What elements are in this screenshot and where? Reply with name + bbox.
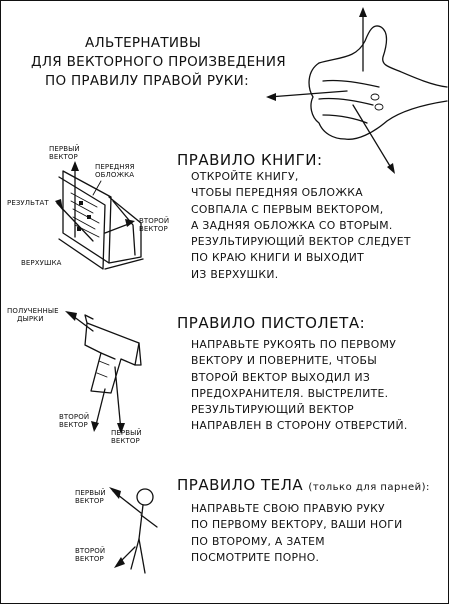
book-rule-heading: ПРАВИЛО КНИГИ: [177, 151, 323, 169]
label-line: ПЕРВЫЙ [111, 429, 142, 437]
label-line: ПЕРЕДНЯЯ [95, 163, 135, 171]
book-rule-line: РЕЗУЛЬТИРУЮЩИЙ ВЕКТОР СЛЕДУЕТ [191, 235, 411, 249]
label-line: ПОЛУЧЕННЫЕ [7, 307, 59, 315]
label-line: ВЕКТОР [139, 225, 168, 233]
gun-rule-line: РЕЗУЛЬТИРУЮЩИЙ ВЕКТОР [191, 403, 354, 417]
gun-rule-line: ВЕКТОРУ И ПОВЕРНИТЕ, ЧТОБЫ [191, 354, 378, 368]
label-line: ВЕКТОР [111, 437, 140, 445]
book-rule-text: ОТКРОЙТЕ КНИГУ, ЧТОБЫ ПЕРЕДНЯЯ ОБЛОЖКА С… [191, 169, 411, 283]
book-label-second-vector: ВТОРОЙ ВЕКТОР [139, 217, 169, 233]
gun-label-holes: ПОЛУЧЕННЫЕ ДЫРКИ [7, 307, 59, 323]
label-line: ВЕКТОР [59, 421, 88, 429]
book-rule-line: ПО КРАЮ КНИГИ И ВЫХОДИТ [191, 251, 364, 265]
gun-rule-text: НАПРАВЬТЕ РУКОЯТЬ ПО ПЕРВОМУ ВЕКТОРУ И П… [191, 337, 408, 435]
book-label-top: ВЕРХУШКА [21, 259, 62, 267]
book-drawing [55, 161, 144, 270]
book-label-result: РЕЗУЛЬТАТ [7, 199, 49, 207]
body-rule-text: НАПРАВЬТЕ СВОЮ ПРАВУЮ РУКУ ПО ПЕРВОМУ ВЕ… [191, 501, 403, 566]
title-line-1: АЛЬТЕРНАТИВЫ [85, 35, 202, 51]
body-rule-line: ПО ПЕРВОМУ ВЕКТОРУ, ВАШИ НОГИ [191, 518, 403, 532]
gun-rule-line: НАПРАВЛЕН В СТОРОНУ ОТВЕРСТИЙ. [191, 419, 408, 433]
book-label-first-vector: ПЕРВЫЙ ВЕКТОР [49, 145, 80, 161]
label-line: ВЕКТОР [49, 153, 78, 161]
gun-rule-line: ВТОРОЙ ВЕКТОР ВЫХОДИЛ ИЗ [191, 370, 371, 384]
book-rule-line: ОТКРОЙТЕ КНИГУ, [191, 170, 299, 183]
label-line: ПЕРВЫЙ [49, 145, 80, 153]
body-rule-line: ПОСМОТРИТЕ ПОРНО. [191, 550, 320, 564]
stick-figure-drawing [109, 487, 158, 574]
book-rule-line: ЧТОБЫ ПЕРЕДНЯЯ ОБЛОЖКА [191, 186, 363, 200]
body-rule-line: НАПРАВЬТЕ СВОЮ ПРАВУЮ РУКУ [191, 502, 385, 515]
gun-label-first-vector: ПЕРВЫЙ ВЕКТОР [111, 429, 142, 445]
gun-rule-heading: ПРАВИЛО ПИСТОЛЕТА: [177, 314, 366, 332]
book-rule-line: ИЗ ВЕРХУШКИ. [191, 267, 279, 281]
gun-rule-line: НАПРАВЬТЕ РУКОЯТЬ ПО ПЕРВОМУ [191, 338, 397, 351]
thumbs-up-hand-drawing [266, 7, 448, 174]
title-line-2: ДЛЯ ВЕКТОРНОГО ПРОИЗВЕДЕНИЯ [31, 54, 286, 70]
body-rule-heading-main: ПРАВИЛО ТЕЛА [177, 476, 304, 494]
book-rule-line: А ЗАДНЯЯ ОБЛОЖКА СО ВТОРЫМ. [191, 218, 393, 232]
label-line: ВТОРОЙ [75, 547, 106, 555]
label-line: ВТОРОЙ [59, 413, 90, 421]
gun-drawing [65, 311, 142, 434]
label-line: ВЕКТОР [75, 555, 104, 563]
label-line: ПЕРВЫЙ [75, 489, 106, 497]
gun-label-second-vector: ВТОРОЙ ВЕКТОР [59, 413, 89, 429]
body-label-second-vector: ВТОРОЙ ВЕКТОР [75, 547, 105, 563]
label-line: ВЕКТОР [75, 497, 104, 505]
label-line: ДЫРКИ [17, 315, 44, 323]
gun-rule-line: ПРЕДОХРАНИТЕЛЯ. ВЫСТРЕЛИТЕ. [191, 386, 389, 400]
label-line: ВТОРОЙ [139, 217, 170, 225]
body-rule-line: ПО ВТОРОМУ, А ЗАТЕМ [191, 534, 325, 548]
body-rule-heading: ПРАВИЛО ТЕЛА (только для парней): [177, 476, 430, 494]
body-label-first-vector: ПЕРВЫЙ ВЕКТОР [75, 489, 106, 505]
label-line: ОБЛОЖКА [95, 171, 135, 179]
title-line-3: ПО ПРАВИЛУ ПРАВОЙ РУКИ: [45, 73, 249, 89]
book-rule-line: СОВПАЛА С ПЕРВЫМ ВЕКТОРОМ, [191, 202, 384, 216]
body-rule-heading-aside: (только для парней): [308, 482, 430, 493]
book-label-front-cover: ПЕРЕДНЯЯ ОБЛОЖКА [95, 163, 135, 179]
